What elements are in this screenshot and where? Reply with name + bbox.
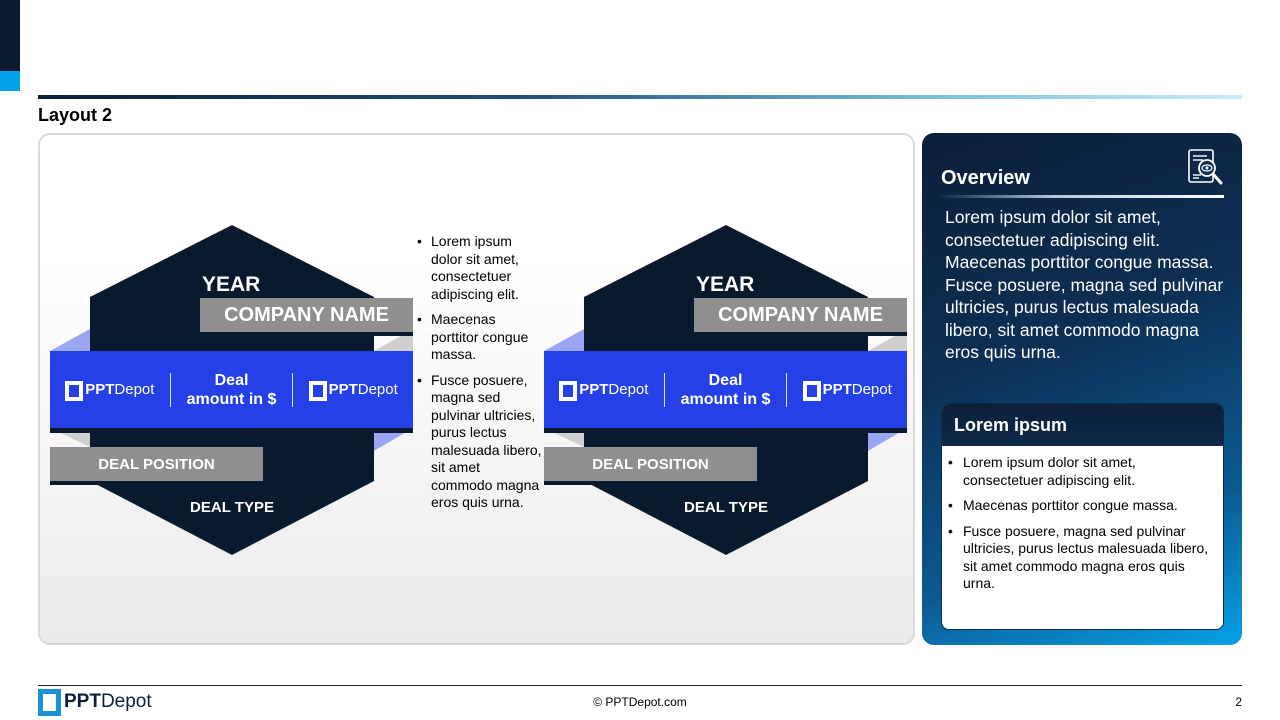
logo-light-text: Depot: [114, 381, 155, 398]
logo-light-text: Depot: [100, 691, 152, 712]
company-name-bar: COMPANY NAME: [694, 298, 907, 332]
pptdepot-logo: PPTDepot: [50, 380, 170, 401]
list-item: Lorem ipsum dolor sit amet, consectetuer…: [416, 233, 544, 303]
pptdepot-logo-icon: [802, 380, 821, 401]
deal-band: PPTDepot Deal amount in $ PPTDepot: [544, 351, 907, 428]
logo-bold-text: PPT: [64, 691, 101, 712]
list-item: Lorem ipsum dolor sit amet, consectetuer…: [948, 454, 1211, 489]
band-divider: [663, 372, 665, 407]
deal-amount-line1: Deal: [708, 371, 743, 389]
deal-type-label: DEAL TYPE: [684, 499, 768, 516]
footer-rule: [38, 685, 1242, 686]
deal-graphic-2: YEAR COMPANY NAME PPTDepot Deal amount i…: [544, 225, 908, 555]
deal-graphic-1: YEAR COMPANY NAME PPTDepot Deal amount i…: [50, 225, 414, 555]
year-label: YEAR: [696, 273, 755, 296]
pptdepot-logo: PPTDepot: [293, 380, 413, 401]
list-item: Fusce posuere, magna sed pulvinar ultric…: [948, 523, 1211, 593]
pptdepot-logo-icon: [308, 380, 327, 401]
logo-light-text: Depot: [357, 381, 398, 398]
overview-panel: Overview Lorem ipsum dolor sit amet, con…: [922, 133, 1242, 645]
card-bullet-list: Lorem ipsum dolor sit amet, consectetuer…: [942, 446, 1223, 593]
logo-bold-text: PPT: [328, 381, 358, 398]
deal-type-label: DEAL TYPE: [190, 499, 274, 516]
deal-position-bar: DEAL POSITION: [544, 447, 757, 481]
overview-text: Lorem ipsum dolor sit amet, consectetuer…: [945, 207, 1224, 362]
document-search-icon: [1188, 149, 1223, 185]
logo-light-text: Depot: [608, 381, 649, 398]
overview-title: Overview: [941, 167, 1030, 189]
pptdepot-logo: PPTDepot: [544, 380, 664, 401]
logo-bold-text: PPT: [822, 381, 852, 398]
list-item: Maecenas porttitor congue massa.: [416, 311, 544, 364]
corner-accent-blue: [0, 71, 20, 91]
band-divider: [292, 372, 294, 407]
middle-bullet-list: Lorem ipsum dolor sit amet, consectetuer…: [416, 233, 544, 520]
pptdepot-logo-icon: [559, 380, 578, 401]
deal-amount-line1: Deal: [214, 371, 249, 389]
list-item: Maecenas porttitor congue massa.: [948, 497, 1211, 515]
band-divider: [786, 372, 788, 407]
logo-bold-text: PPT: [85, 381, 115, 398]
band-divider: [169, 372, 171, 407]
page-number: 2: [1235, 695, 1242, 709]
lorem-card: Lorem ipsum Lorem ipsum dolor sit amet, …: [941, 403, 1224, 630]
page-title: Layout 2: [38, 105, 113, 125]
deal-amount: Deal amount in $: [665, 371, 787, 409]
card-title: Lorem ipsum: [942, 404, 1223, 446]
deal-amount-line2: amount in $: [680, 390, 771, 408]
pptdepot-logo: PPTDepot: [787, 380, 907, 401]
pptdepot-logo-icon: [38, 689, 61, 716]
logo-bold-text: PPT: [579, 381, 609, 398]
year-label: YEAR: [202, 273, 261, 296]
list-item: Fusce posuere, magna sed pulvinar ultric…: [416, 372, 544, 512]
logo-light-text: Depot: [851, 381, 892, 398]
deal-amount-line2: amount in $: [186, 390, 277, 408]
title-rule: [38, 95, 1242, 99]
overview-rule: [941, 195, 1224, 198]
deal-band: PPTDepot Deal amount in $ PPTDepot: [50, 351, 413, 428]
copyright-text: © PPTDepot.com: [593, 695, 687, 709]
company-name-bar: COMPANY NAME: [200, 298, 413, 332]
pptdepot-logo-icon: [65, 380, 84, 401]
deal-amount: Deal amount in $: [171, 371, 293, 409]
footer-logo: PPTDepot: [38, 689, 152, 716]
deal-position-bar: DEAL POSITION: [50, 447, 263, 481]
corner-accent-dark: [0, 0, 20, 71]
